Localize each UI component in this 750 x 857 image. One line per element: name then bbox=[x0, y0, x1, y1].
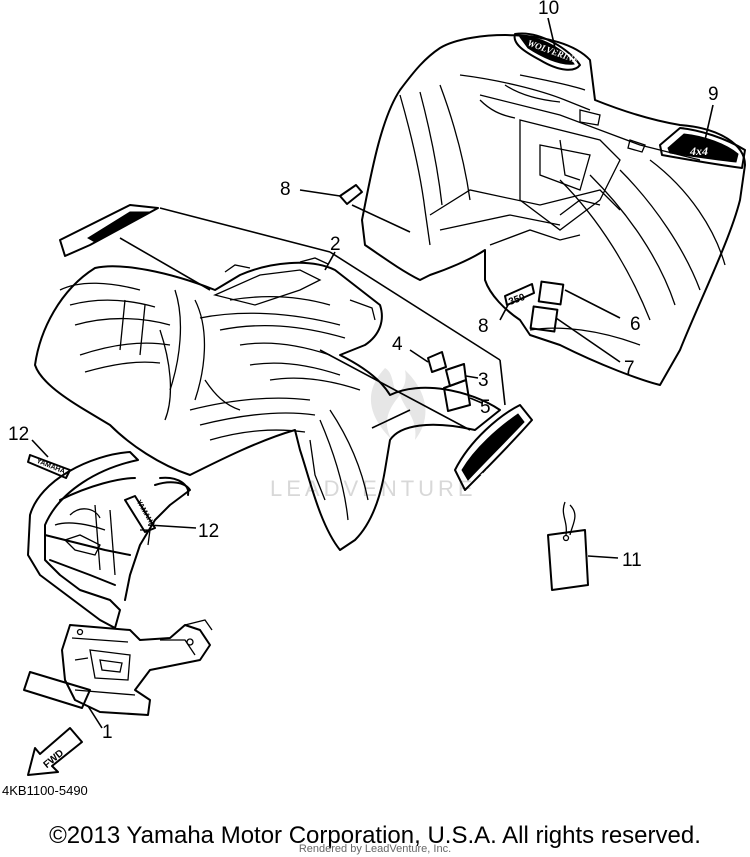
guard-decal-right-text: YAMAHA bbox=[135, 499, 156, 529]
callout-12-left: 12 bbox=[8, 424, 29, 445]
diagram-code: 4KB1100-5490 bbox=[2, 783, 88, 798]
watermark-text: LEADVENTURE bbox=[270, 476, 477, 501]
callout-1: 1 bbox=[102, 722, 113, 743]
rear-fender-decal: WOLVERINE bbox=[513, 32, 581, 71]
callout-6: 6 bbox=[630, 314, 641, 335]
front-fender bbox=[34, 257, 501, 551]
callout-12-right: 12 bbox=[198, 521, 219, 542]
watermark-flame-icon bbox=[370, 368, 426, 440]
label-5 bbox=[443, 379, 471, 412]
callout-4: 4 bbox=[392, 334, 403, 355]
guard-decal-right: YAMAHA bbox=[124, 495, 156, 533]
callout-7: 7 bbox=[624, 358, 635, 379]
rear-fender bbox=[361, 34, 746, 386]
callout-numbers: 10 9 8 2 4 3 5 6 7 8 11 12 12 1 bbox=[8, 0, 719, 743]
callout-9: 9 bbox=[708, 84, 719, 105]
small-label-upper bbox=[339, 184, 363, 205]
front-panel bbox=[61, 619, 213, 716]
leader-lines bbox=[31, 17, 714, 729]
callout-2: 2 bbox=[330, 234, 341, 255]
warning-label-6 bbox=[537, 280, 565, 306]
callout-10: 10 bbox=[538, 0, 559, 19]
callout-5: 5 bbox=[480, 397, 491, 418]
callout-8-upper: 8 bbox=[280, 179, 291, 200]
front-guard bbox=[27, 451, 191, 629]
four-by-four-decal-text: 4x4 bbox=[689, 144, 708, 158]
front-fender-stripe-decal bbox=[59, 204, 159, 257]
fwd-arrow-decal: FWD bbox=[27, 727, 83, 776]
callout-3: 3 bbox=[478, 370, 489, 391]
copyright-notice: ©2013 Yamaha Motor Corporation, U.S.A. A… bbox=[49, 822, 701, 849]
displacement-decal: 350 bbox=[504, 283, 535, 308]
rendered-by-notice: Rendered by LeadVenture, Inc. bbox=[298, 843, 452, 855]
four-by-four-decal: 4x4 bbox=[659, 127, 746, 169]
callout-8-lower: 8 bbox=[478, 316, 489, 337]
label-4 bbox=[427, 351, 447, 373]
front-label bbox=[23, 671, 91, 709]
tag-11 bbox=[547, 501, 589, 591]
side-brand-decal: WOLVERINE bbox=[454, 404, 537, 491]
callout-11: 11 bbox=[622, 550, 642, 571]
warning-label-7 bbox=[529, 305, 559, 333]
